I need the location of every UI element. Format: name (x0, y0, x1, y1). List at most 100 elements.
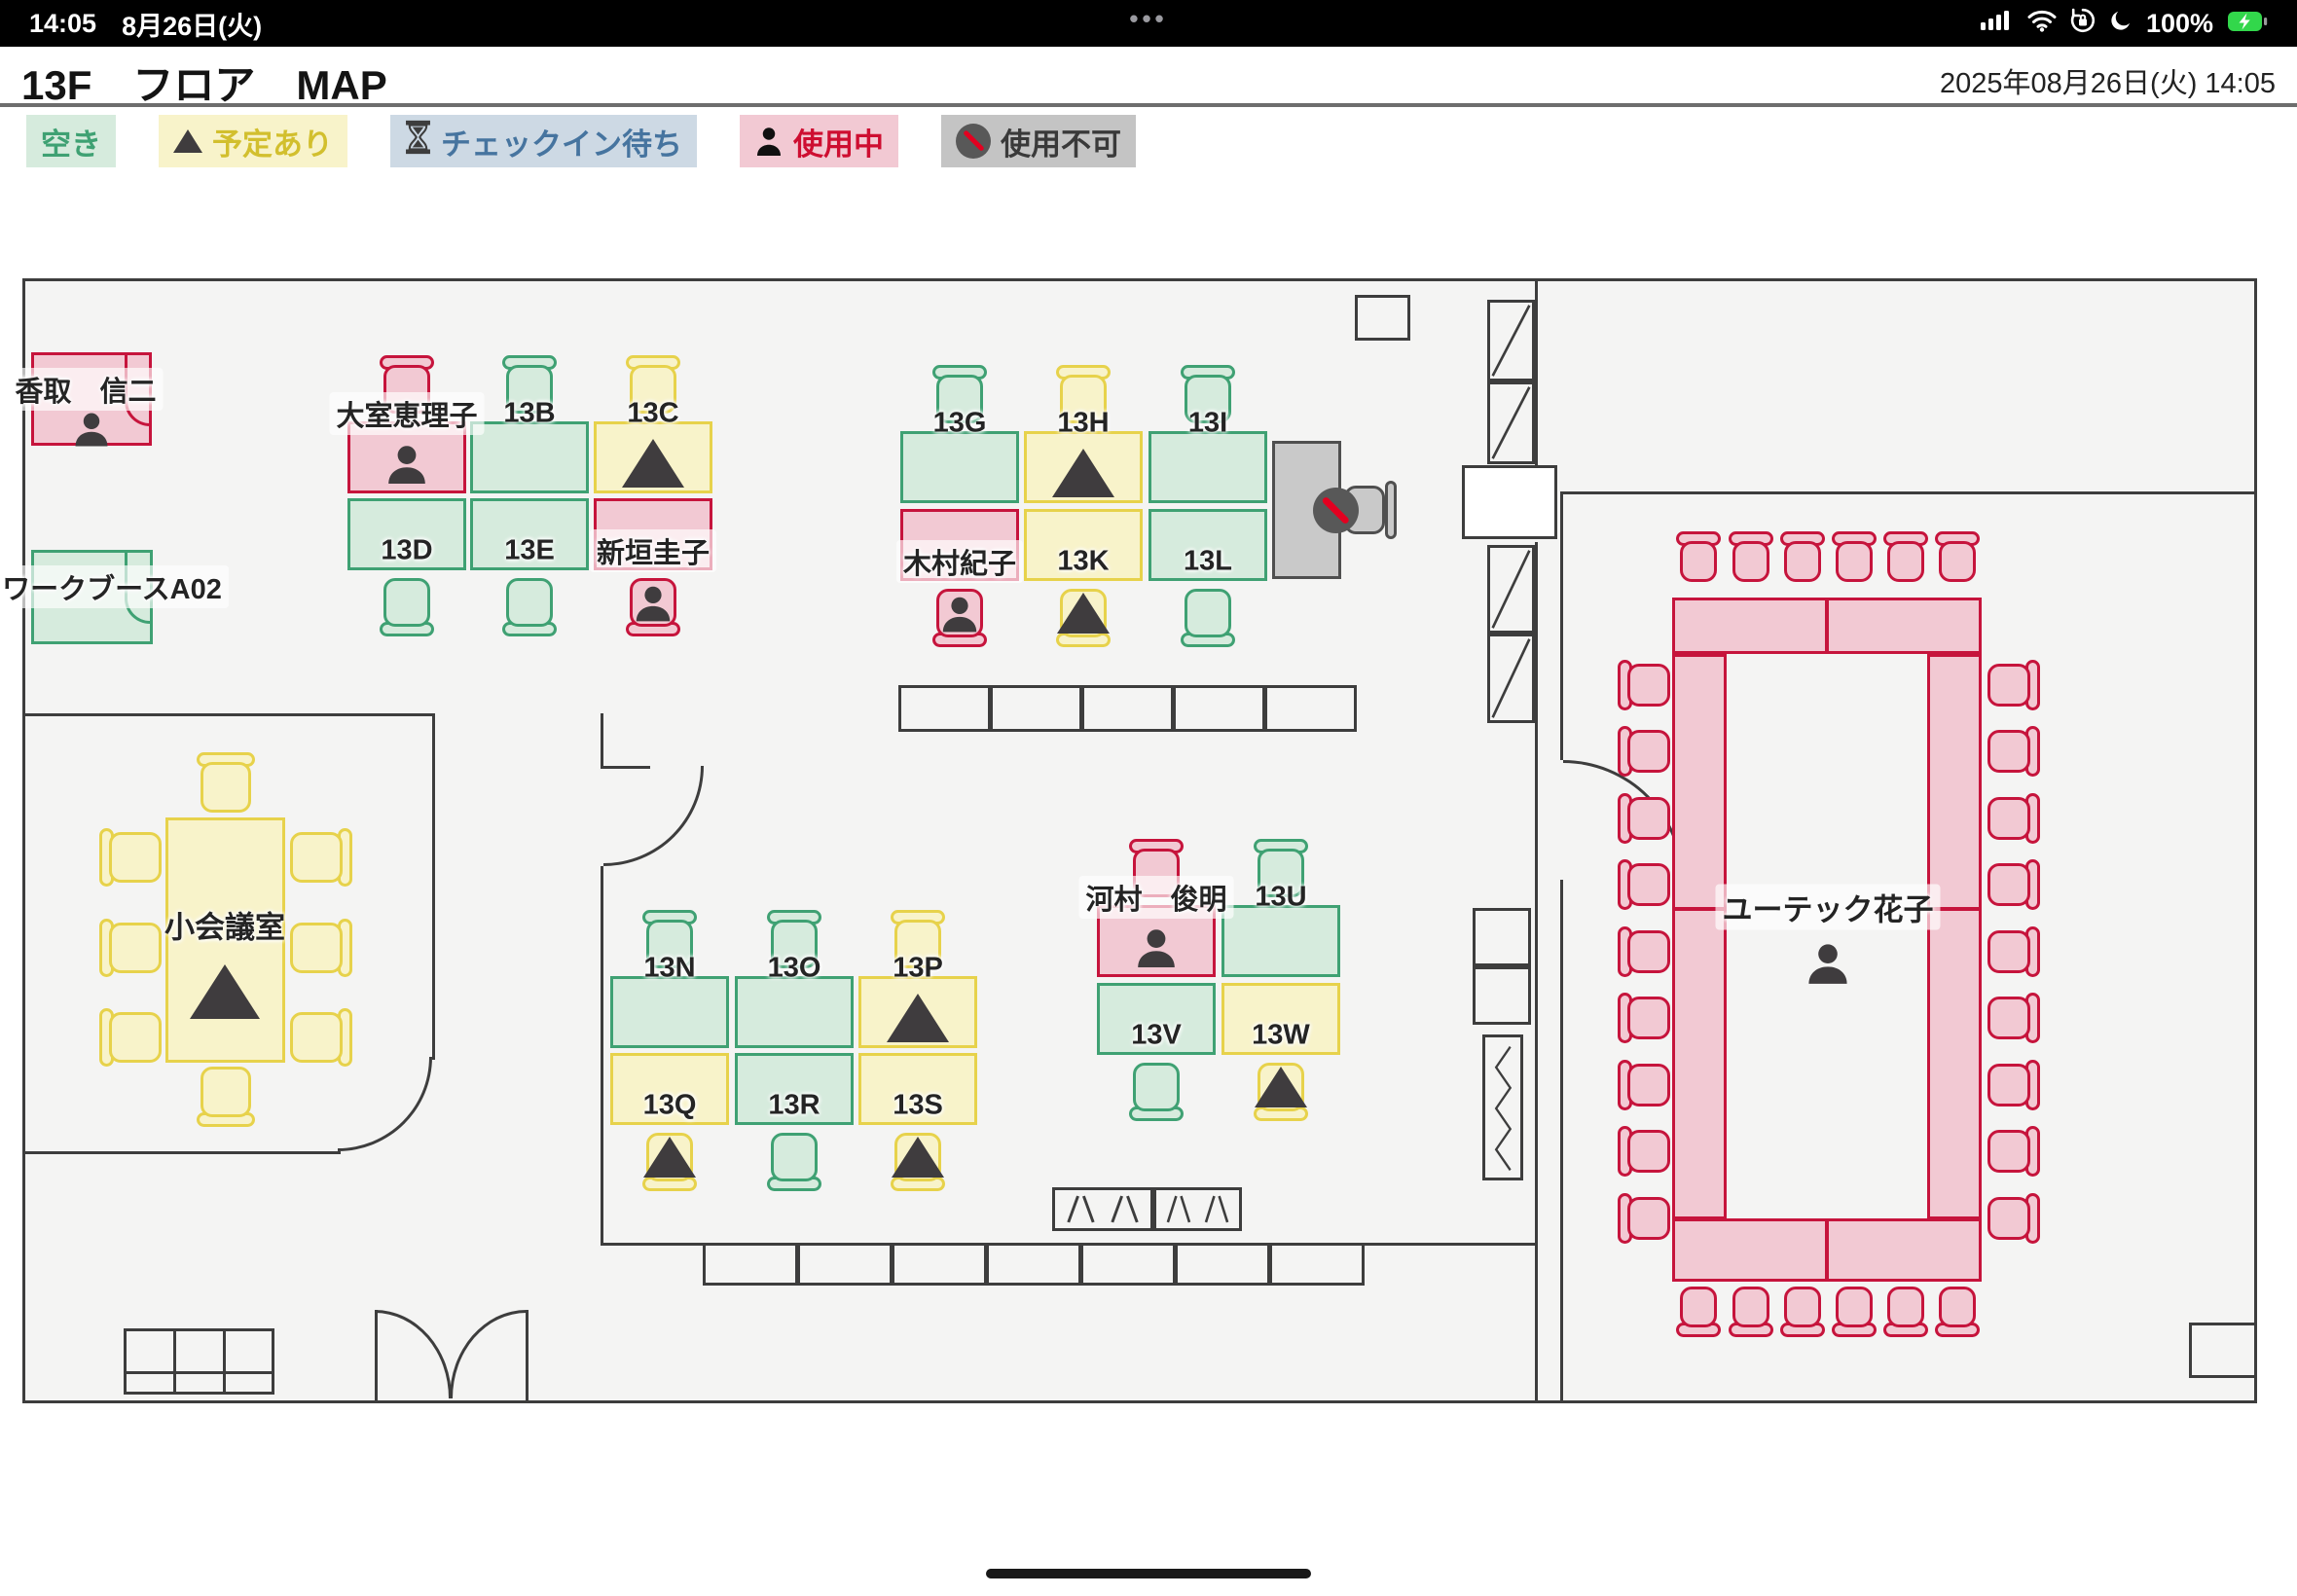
legend-chip-free: 空き (26, 115, 116, 167)
large-meeting-room-table[interactable] (1826, 1218, 1982, 1282)
room-chair (1939, 541, 1976, 582)
desk-13q[interactable] (610, 1053, 729, 1125)
desk-13i[interactable] (1148, 431, 1267, 503)
booth-label: ワークブースA02 (0, 565, 229, 608)
desk-chair (646, 920, 693, 968)
desk-chair (506, 578, 553, 627)
cabinet-cell (1269, 1243, 1365, 1286)
room-chair (1627, 930, 1670, 973)
legend-label: 使用中 (793, 127, 884, 162)
person-icon (632, 582, 675, 625)
desk-label: 河村 俊明 (1078, 876, 1234, 919)
room-chair (290, 832, 343, 883)
large-meeting-room-table[interactable] (1672, 654, 1727, 910)
structure-box (1473, 966, 1531, 1025)
room-chair (1627, 1064, 1670, 1106)
header: 13F フロア MAP 2025年08月26日(火) 14:05 (0, 47, 2297, 108)
cabinet-cell (1173, 685, 1265, 732)
desk-label: 大室恵理子 (329, 392, 485, 435)
desk-label: 13R (768, 1089, 820, 1121)
rack-box (1052, 1187, 1153, 1231)
desk-chair (936, 375, 983, 423)
room-chair (1784, 1287, 1821, 1327)
desk-13r[interactable] (735, 1053, 854, 1125)
wifi-icon (2027, 9, 2057, 39)
desk-chair (630, 365, 676, 414)
desk-13d[interactable] (347, 498, 466, 570)
person-icon (938, 593, 981, 635)
room-chair (1732, 541, 1769, 582)
desk-chair (1258, 849, 1304, 897)
large-meeting-room-table[interactable] (1927, 908, 1982, 1219)
locker-divider (223, 1328, 226, 1395)
large-meeting-room-table[interactable] (1927, 654, 1982, 910)
desk-label: 13B (503, 397, 556, 429)
desk-chair (771, 920, 818, 968)
desk-label: 13L (1184, 545, 1232, 577)
desk-13v[interactable] (1097, 983, 1216, 1055)
large-meeting-room-table[interactable] (1672, 1218, 1828, 1282)
wall (1535, 542, 1538, 1403)
desk-13k[interactable] (1024, 509, 1143, 581)
desk-13s[interactable] (858, 1053, 977, 1125)
desk-13e[interactable] (470, 498, 589, 570)
small-meeting-room[interactable] (165, 817, 285, 1063)
cabinet-cell (898, 685, 991, 732)
desk-chair (771, 1133, 818, 1181)
room-chair (1836, 541, 1873, 582)
room-chair (1627, 1197, 1670, 1240)
wall (601, 866, 603, 1246)
desk-chair (1185, 589, 1231, 637)
desk-chair (1060, 375, 1107, 423)
home-indicator[interactable] (986, 1569, 1311, 1578)
multitask-dots-icon[interactable]: ••• (1129, 4, 1168, 33)
room-label: ユーテック花子 (1715, 884, 1941, 930)
hourglass-icon (405, 120, 431, 163)
desk-13g[interactable] (900, 431, 1019, 503)
wall (2254, 278, 2257, 1403)
triangle-icon (173, 129, 202, 153)
large-meeting-room-table[interactable] (1672, 598, 1828, 654)
desk-13b[interactable] (470, 421, 589, 493)
room-chair (1987, 1130, 2030, 1173)
cabinet-cell (703, 1243, 798, 1286)
room-chair (1987, 863, 2030, 906)
room-chair (290, 1012, 343, 1063)
triangle-icon (1255, 1067, 1307, 1108)
cabinet-cell (1081, 685, 1174, 732)
desk-13w[interactable] (1221, 983, 1340, 1055)
large-meeting-room-table[interactable] (1826, 598, 1982, 654)
desk-13u[interactable] (1221, 905, 1340, 977)
room-label: 小会議室 (164, 910, 285, 945)
room-chair (1836, 1287, 1873, 1327)
desk-chair (1133, 1063, 1180, 1111)
desk-label: 13C (627, 397, 679, 429)
legend-label: 予定あり (212, 127, 333, 162)
room-chair (1627, 1130, 1670, 1173)
wall (1560, 491, 1563, 760)
desk-chair (383, 578, 430, 627)
legend-chip-reserved: 予定あり (159, 115, 347, 167)
desk-13o[interactable] (735, 976, 854, 1048)
desk-chair (1185, 375, 1231, 423)
stair-cell (1487, 634, 1535, 723)
room-chair (1732, 1287, 1769, 1327)
room-chair (1987, 797, 2030, 840)
desk-13h[interactable] (1024, 431, 1143, 503)
desk-13n[interactable] (610, 976, 729, 1048)
legend-chip-in-use: 使用中 (740, 115, 898, 167)
room-chair (1627, 664, 1670, 707)
desk-13l[interactable] (1148, 509, 1267, 581)
cabinet-cell (990, 685, 1082, 732)
room-chair (1987, 730, 2030, 773)
triangle-icon (643, 1137, 696, 1179)
no-entry-slash (962, 129, 985, 153)
room-chair (1987, 1197, 2030, 1240)
room-chair (1887, 1287, 1924, 1327)
room-chair (1987, 930, 2030, 973)
large-meeting-room-table[interactable] (1672, 908, 1727, 1219)
no-entry-icon (1312, 487, 1359, 533)
room-chair (1627, 997, 1670, 1039)
stair-cell (1487, 381, 1535, 464)
cellular-signal-icon (1980, 9, 2014, 39)
